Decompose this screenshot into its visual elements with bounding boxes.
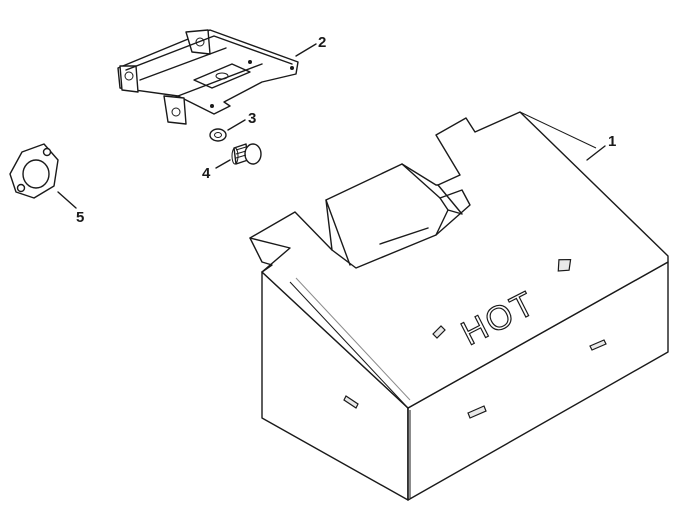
callout-1: 1 bbox=[586, 133, 616, 161]
mounting-bracket bbox=[117, 29, 299, 125]
gasket bbox=[9, 143, 59, 199]
shield-slot-front-right bbox=[589, 339, 607, 351]
washer bbox=[209, 128, 227, 142]
callout-label-1: 1 bbox=[608, 133, 616, 150]
callout-5: 5 bbox=[57, 191, 84, 226]
callout-label-4: 4 bbox=[202, 165, 211, 182]
shield-slot-top-left bbox=[432, 325, 446, 339]
callout-2: 2 bbox=[295, 34, 326, 57]
callout-label-3: 3 bbox=[248, 110, 256, 127]
heat-shield: HOT bbox=[249, 111, 669, 501]
callout-label-2: 2 bbox=[318, 34, 326, 51]
shield-slot-side bbox=[343, 395, 359, 409]
callout-4: 4 bbox=[202, 159, 231, 182]
shield-slot-top-right bbox=[557, 258, 572, 272]
callout-label-5: 5 bbox=[76, 209, 84, 226]
shield-slot-front-mid bbox=[467, 405, 487, 419]
callout-3: 3 bbox=[227, 110, 256, 131]
bolt bbox=[231, 143, 262, 165]
